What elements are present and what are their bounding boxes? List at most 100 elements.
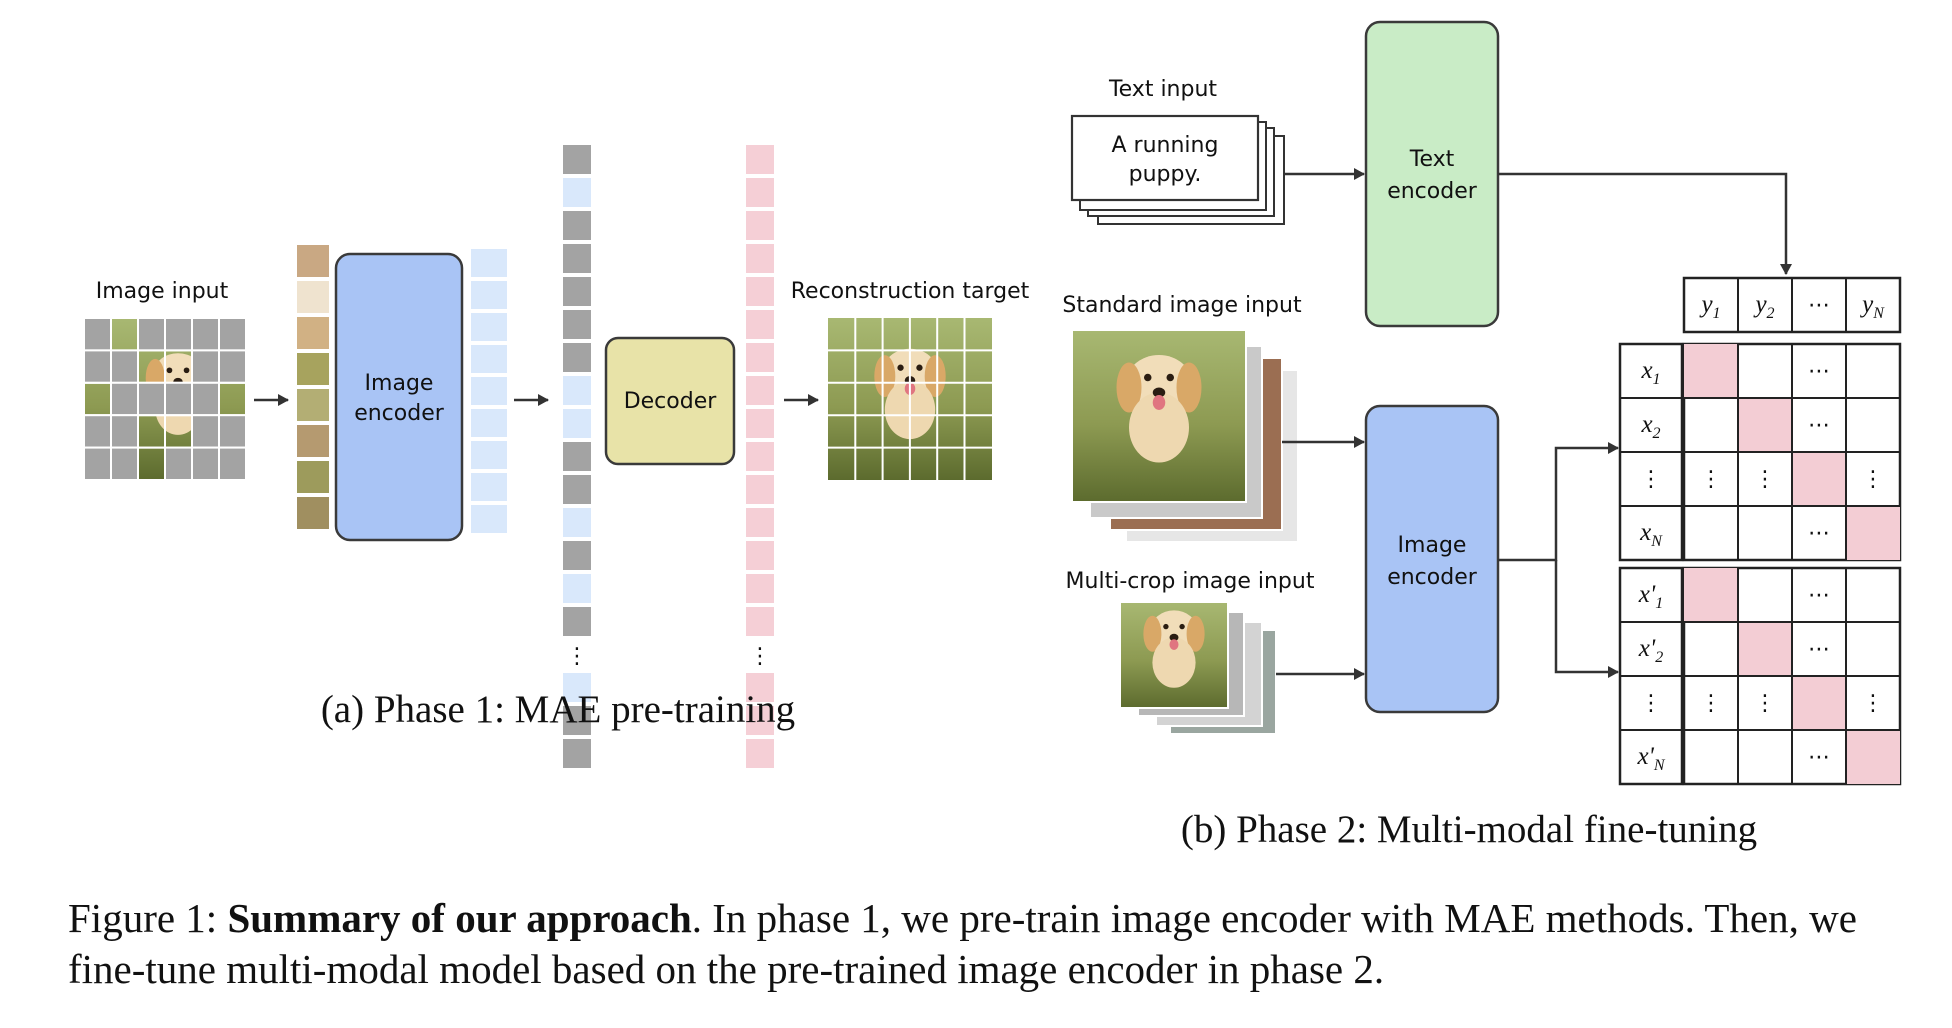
decoded-token [744, 704, 776, 737]
multicrop-image-stack [1119, 601, 1277, 735]
standard-image-label: Standard image input [1062, 293, 1302, 318]
arrow-text-to-matrix [1498, 172, 1792, 275]
decoder-label: Decoder [624, 389, 718, 414]
column-label: ⋯ [1808, 293, 1830, 318]
image-patch [191, 317, 220, 352]
decoded-token [744, 473, 776, 506]
text-card-line2: puppy. [1129, 162, 1202, 187]
decoded-token [744, 341, 776, 374]
positive-pair-cell [1684, 344, 1738, 398]
sequence-token [561, 176, 593, 209]
visible-patch [295, 279, 331, 315]
encoded-token [469, 407, 509, 439]
text-encoder: Text encoder [1364, 20, 1500, 328]
positive-pair-cell [1684, 568, 1738, 622]
sequence-token [561, 440, 593, 473]
positive-pair-cell [1738, 398, 1792, 452]
visible-patch [295, 243, 331, 279]
encoded-token [469, 375, 509, 407]
sequence-token [561, 308, 593, 341]
matrix-ellipsis: ⋮ [1754, 691, 1776, 716]
sequence-token [561, 605, 593, 638]
matrix-ellipsis: ⋯ [1808, 637, 1830, 662]
decoded-token [744, 176, 776, 209]
encoded-token [469, 279, 509, 311]
visible-patch [295, 351, 331, 387]
encoded-tokens [469, 247, 509, 535]
image-patch [83, 446, 112, 482]
panel-b: Text input A running puppy. Text encoder… [1062, 20, 1902, 851]
image-patch [218, 317, 247, 352]
image-patch [110, 381, 139, 417]
decoded-token [744, 209, 776, 242]
matrix-ellipsis: ⋯ [1808, 413, 1830, 438]
image-patch [110, 446, 139, 482]
sequence-ellipsis: ⋮ [566, 644, 588, 669]
encoded-token [469, 311, 509, 343]
text-encoder-label-line1: Text [1409, 147, 1455, 172]
matrix-ellipsis: ⋮ [1862, 691, 1884, 716]
sequence-token [561, 473, 593, 506]
decoded-token [744, 572, 776, 605]
mae-encoder-label-line1: Image [365, 371, 434, 396]
subcaption-b: (b) Phase 2: Multi-modal fine-tuning [1181, 808, 1757, 851]
image-patch [191, 446, 220, 482]
sequence-token [561, 407, 593, 440]
positive-pair-cell [1792, 676, 1846, 730]
image-patch [164, 317, 193, 352]
finetune-encoder-label-line1: Image [1398, 533, 1467, 558]
subcaption-a: (a) Phase 1: MAE pre-training [321, 688, 795, 731]
positive-pair-cell [1738, 622, 1792, 676]
sequence-token [561, 275, 593, 308]
encoded-token [469, 247, 509, 279]
positive-pair-cell [1846, 730, 1900, 784]
decoded-token [744, 506, 776, 539]
row-label: ⋮ [1640, 691, 1662, 716]
caption-prefix: Figure 1: [68, 895, 228, 941]
token-sequence: ⋮ [561, 143, 593, 770]
matrix-ellipsis: ⋮ [1700, 691, 1722, 716]
arrow-encoder-to-top-block [1498, 442, 1619, 562]
text-input-cards: A running puppy. [1070, 114, 1285, 225]
panel-a: Image input Image encoder ⋮ Decoder ⋮ [83, 143, 1030, 770]
image-patch [191, 414, 220, 449]
encoded-token [469, 503, 509, 535]
image-patch [83, 349, 112, 384]
matrix-ellipsis: ⋯ [1808, 583, 1830, 608]
text-encoder-label-line2: encoder [1387, 179, 1478, 204]
image-patch [137, 317, 166, 352]
visible-patch [295, 315, 331, 351]
decoded-token [744, 374, 776, 407]
sequence-token [561, 737, 593, 770]
image-patch [218, 414, 247, 449]
image-input-label: Image input [96, 279, 229, 304]
caption-bold: Summary of our approach [227, 895, 692, 941]
image-patch [164, 446, 193, 482]
figure-caption: Figure 1: Summary of our approach. In ph… [68, 893, 1928, 995]
matrix-ellipsis: ⋯ [1808, 521, 1830, 546]
decoded-token [744, 539, 776, 572]
image-patch [137, 381, 166, 417]
matrix-ellipsis: ⋮ [1700, 467, 1722, 492]
image-patch [191, 381, 220, 417]
finetune-encoder-label-line2: encoder [1387, 565, 1478, 590]
standard-image-stack [1071, 329, 1299, 543]
text-card-line1: A running [1112, 133, 1219, 158]
decoded-token [744, 440, 776, 473]
multicrop-image-label: Multi-crop image input [1066, 569, 1315, 594]
image-patch [164, 381, 193, 417]
image-patch [218, 349, 247, 384]
visible-patch [295, 495, 331, 531]
visible-patch [295, 459, 331, 495]
image-patch [218, 446, 247, 482]
text-input-label: Text input [1108, 77, 1217, 102]
reconstruction-target-image [828, 318, 992, 480]
decoded-ellipsis: ⋮ [749, 644, 771, 669]
sequence-token [561, 374, 593, 407]
positive-pair-cell [1846, 506, 1900, 560]
row-label: ⋮ [1640, 467, 1662, 492]
image-patch [83, 414, 112, 449]
decoded-tokens: ⋮ [744, 143, 776, 770]
decoded-token [744, 143, 776, 176]
